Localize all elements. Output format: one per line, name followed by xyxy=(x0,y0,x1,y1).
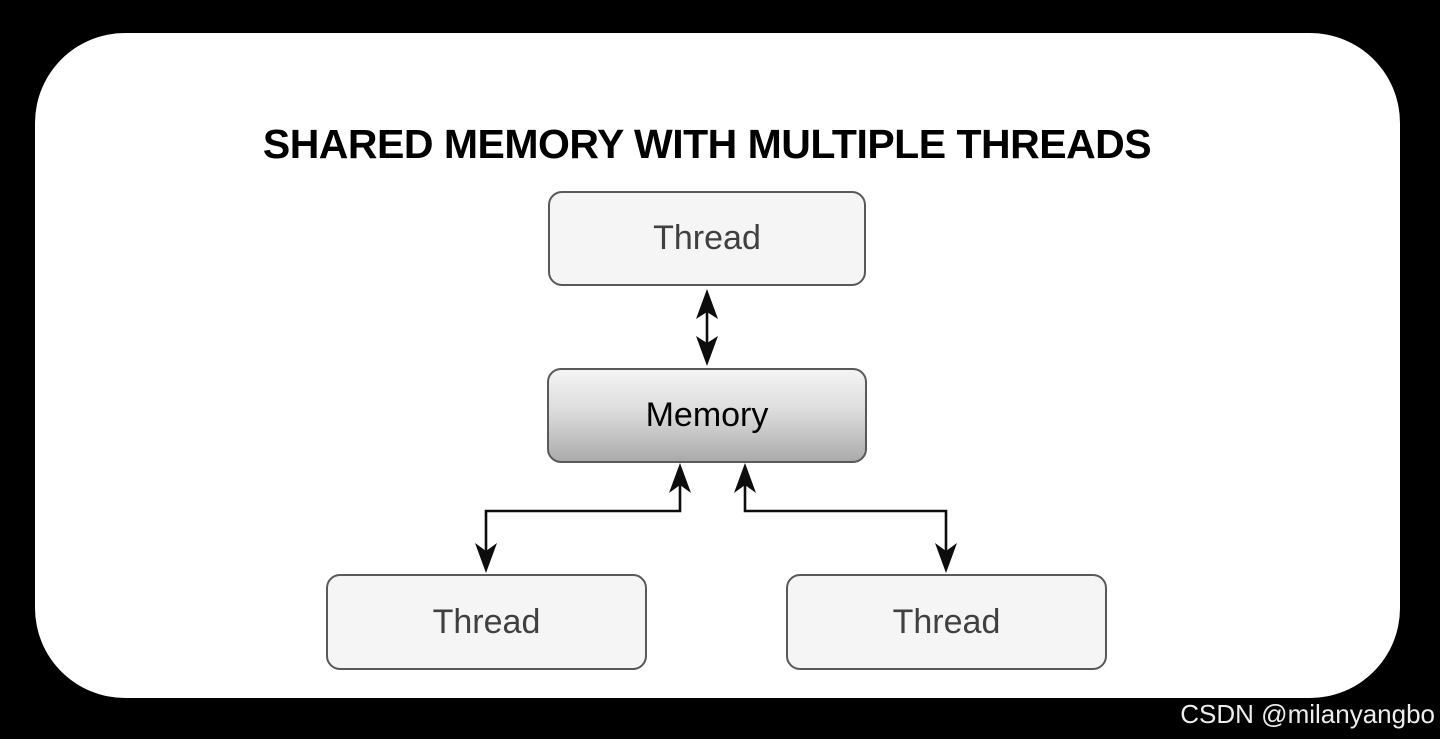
node-memory: Memory xyxy=(547,368,867,463)
edge-thread-top-memory xyxy=(696,289,718,366)
node-thread-left: Thread xyxy=(326,574,647,670)
node-thread-top: Thread xyxy=(548,191,866,286)
node-thread-left-label: Thread xyxy=(432,602,541,641)
watermark: CSDN @milanyangbo xyxy=(1180,699,1435,729)
edge-thread-left-memory xyxy=(475,463,691,573)
diagram-title: SHARED MEMORY WITH MULTIPLE THREADS xyxy=(262,121,1152,167)
node-thread-right-label: Thread xyxy=(892,602,1001,641)
diagram-panel: SHARED MEMORY WITH MULTIPLE THREADS Thre… xyxy=(35,33,1400,698)
node-thread-right: Thread xyxy=(786,574,1107,670)
node-thread-top-label: Thread xyxy=(653,219,761,257)
node-memory-label: Memory xyxy=(645,396,769,434)
edge-thread-right-memory xyxy=(734,463,957,573)
